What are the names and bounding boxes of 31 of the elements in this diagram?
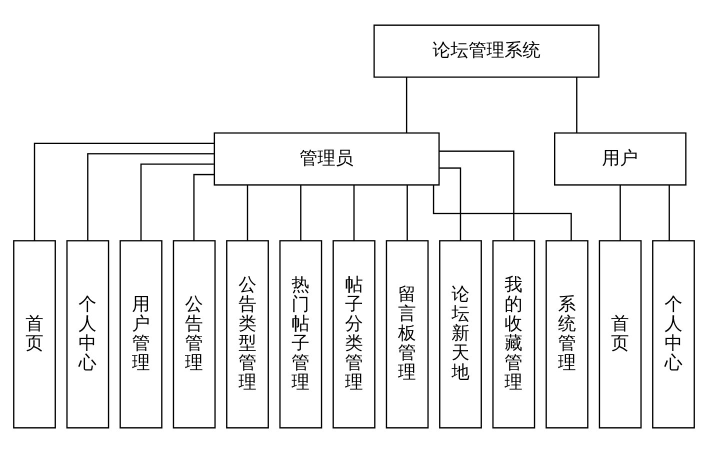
node-box: 帖子分类管理 <box>332 240 376 428</box>
connector <box>440 166 462 240</box>
connector <box>576 76 578 132</box>
node-box: 首页 <box>13 240 56 428</box>
node-box: 公告类型管理 <box>226 240 269 428</box>
connector <box>34 142 214 240</box>
node-box: 用户 <box>554 132 686 186</box>
node-box: 论坛管理系统 <box>373 24 600 78</box>
node-box: 用户管理 <box>120 240 162 428</box>
connector <box>432 184 572 240</box>
connector <box>246 184 248 240</box>
connector <box>439 150 514 240</box>
connector <box>140 163 214 240</box>
node-box: 公告管理 <box>172 240 216 428</box>
connector <box>353 184 355 240</box>
connector <box>406 184 408 240</box>
node-box: 个人中心 <box>66 240 110 428</box>
connector <box>87 152 214 240</box>
connector <box>406 76 408 132</box>
node-box: 管理员 <box>214 132 440 186</box>
node-box: 论坛新天地 <box>439 240 482 428</box>
node-box: 留言板管理 <box>386 240 429 428</box>
connector <box>193 173 214 240</box>
node-box: 系统管理 <box>546 240 588 428</box>
connector <box>668 184 670 240</box>
connector <box>620 184 621 240</box>
node-box: 首页 <box>598 240 642 428</box>
node-box: 热门帖子管理 <box>279 240 322 428</box>
connector <box>300 184 302 240</box>
node-box: 我的收藏管理 <box>492 240 536 428</box>
node-box: 个人中心 <box>652 240 695 428</box>
